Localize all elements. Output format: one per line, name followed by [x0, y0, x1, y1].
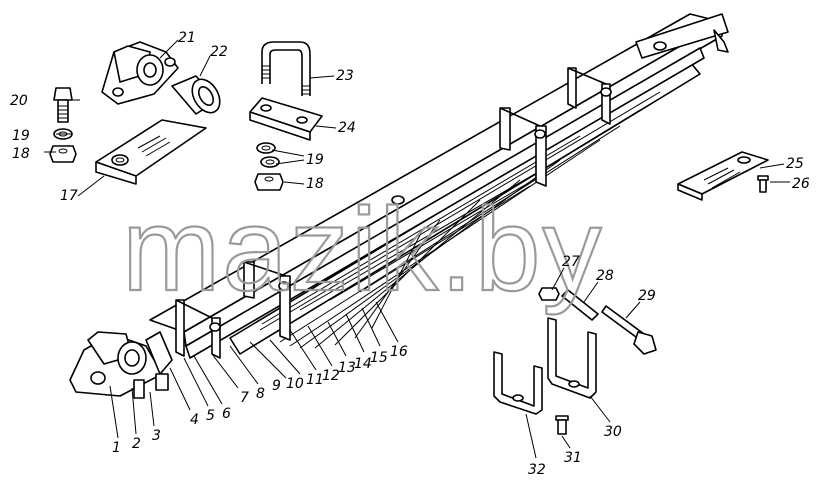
callout-5: 5 [206, 408, 215, 424]
spring-clamp-center [499, 107, 547, 187]
callout-18-left: 18 [12, 146, 30, 162]
part-24-plate [249, 97, 323, 141]
callout-20: 20 [10, 93, 28, 109]
callout-14: 14 [354, 356, 372, 372]
watermark-mazik: mazik.by [122, 184, 604, 316]
callout-18-right: 18 [306, 176, 324, 192]
callout-22: 22 [210, 44, 228, 60]
part-18-nut [49, 145, 77, 163]
part-23-u-bolt [261, 41, 311, 96]
callout-19-right: 19 [306, 152, 324, 168]
callout-8: 8 [256, 386, 265, 402]
callout-13: 13 [338, 360, 356, 376]
callout-11: 11 [306, 372, 324, 388]
callout-15: 15 [370, 350, 388, 366]
callouts: 20 19 18 17 21 22 23 24 19 18 25 26 27 2… [10, 30, 810, 478]
part-31-rivet [555, 415, 569, 435]
part-28-pin [561, 289, 599, 321]
part-30-clamp [547, 317, 597, 399]
callout-28: 28 [596, 268, 614, 284]
callout-23: 23 [336, 68, 354, 84]
callout-16: 16 [390, 344, 408, 360]
part-32-clamp [493, 351, 543, 415]
callout-26: 26 [792, 176, 810, 192]
callout-4: 4 [190, 412, 199, 428]
callout-30: 30 [604, 424, 622, 440]
spring-clamp-mid [243, 261, 291, 341]
part-22-bushing [171, 75, 221, 115]
part-25-plate [677, 151, 769, 201]
callout-27: 27 [562, 254, 580, 270]
callout-6: 6 [222, 406, 231, 422]
callout-2: 2 [132, 436, 141, 452]
callout-25: 25 [786, 156, 804, 172]
callout-12: 12 [322, 368, 340, 384]
part-21-bracket [101, 41, 179, 105]
part-26-screw [757, 175, 769, 193]
callout-31: 31 [564, 450, 582, 466]
callout-7: 7 [240, 390, 249, 406]
part-27-nut [538, 287, 560, 301]
callout-3: 3 [152, 428, 161, 444]
callout-24: 24 [338, 120, 356, 136]
callout-32: 32 [528, 462, 546, 478]
callout-19-left: 19 [12, 128, 30, 144]
spring-clamp-rear [175, 299, 221, 359]
callout-10: 10 [286, 376, 304, 392]
spring-clamp-front [567, 67, 612, 125]
callout-9: 9 [272, 378, 281, 394]
part-20-bolt [53, 87, 73, 123]
callout-1: 1 [112, 440, 121, 456]
part-29-bolt [601, 305, 657, 355]
callout-21: 21 [178, 30, 196, 46]
part-18-nut-right [254, 173, 284, 191]
rear-bracket [69, 331, 173, 399]
leader-lines [44, 39, 790, 459]
callout-17: 17 [60, 188, 78, 204]
callout-29: 29 [638, 288, 656, 304]
part-17-plate [95, 119, 207, 185]
leaf-spring-assembly [149, 13, 729, 359]
part-19-washers-pair [256, 142, 280, 168]
